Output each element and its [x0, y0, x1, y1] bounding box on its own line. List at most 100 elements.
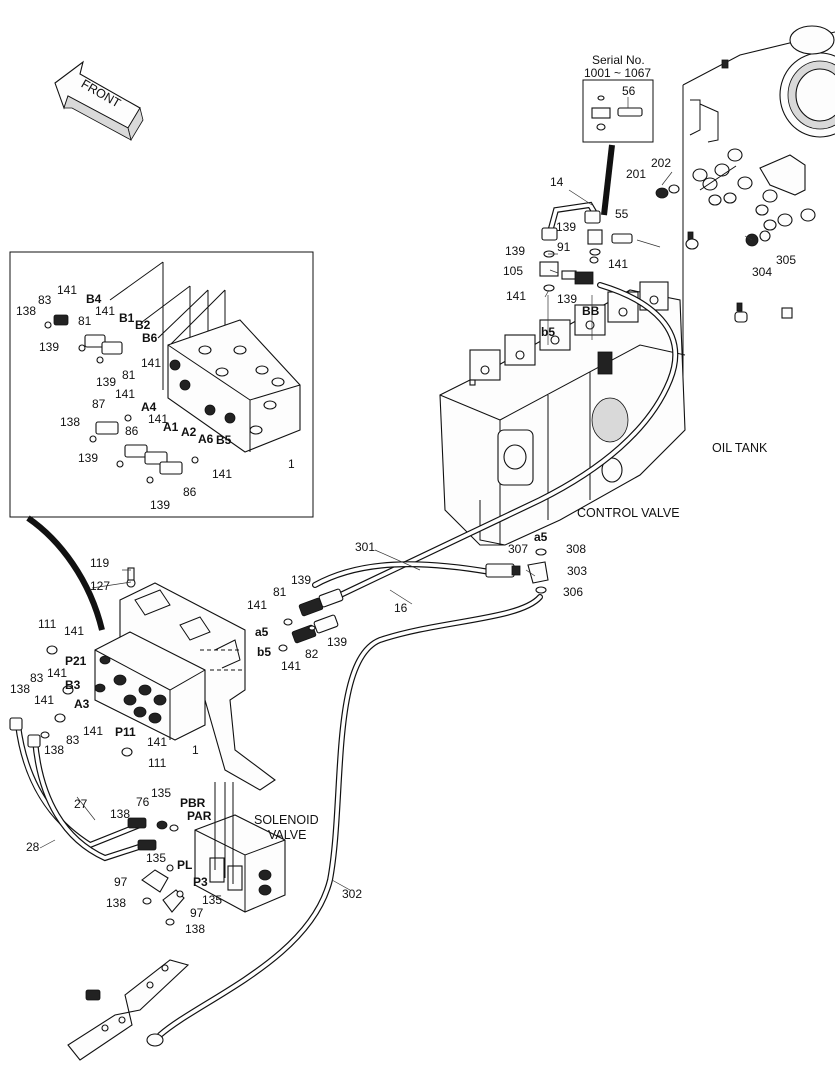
part-135-low-b: 135 — [146, 851, 166, 865]
part-76: 76 — [136, 795, 150, 809]
solenoid-label-line1: SOLENOID — [254, 813, 319, 827]
part-139-hose: 139 — [291, 573, 311, 587]
port-p21: P21 — [65, 654, 87, 668]
part-141-mid-lower: 141 — [281, 659, 301, 673]
part-82: 82 — [305, 647, 319, 661]
serial-title: Serial No. — [592, 53, 645, 67]
inset-part-138b: 138 — [60, 415, 80, 429]
inset-part-141d: 141 — [115, 387, 135, 401]
leader-lines — [39, 171, 753, 891]
port-a3: A3 — [74, 697, 90, 711]
front-arrow: FRONT — [54, 60, 144, 142]
control-valve-label: CONTROL VALVE — [577, 506, 680, 520]
port-pbr: PBR — [180, 796, 206, 810]
part-138-low-c: 138 — [110, 807, 130, 821]
middle-labels: a5 301 307 308 303 306 16 119 127 139 81… — [90, 530, 587, 673]
part-141-top: 141 — [608, 257, 628, 271]
serial-box: Serial No. 1001 ~ 1067 56 — [582, 53, 654, 216]
part-56: 56 — [622, 84, 636, 98]
inset-port-b5: B5 — [216, 433, 232, 447]
solenoid-valve: SOLENOID VALVE — [141, 782, 319, 926]
inset-port-a6: A6 — [198, 432, 214, 446]
port-a5-left: a5 — [255, 625, 269, 639]
part-139-left: 139 — [505, 244, 525, 258]
inset-part-139c: 139 — [78, 451, 98, 465]
inset-part-81a: 81 — [78, 314, 92, 328]
inset-part-141f: 141 — [212, 467, 232, 481]
part-201: 201 — [626, 167, 646, 181]
inset-port-b1: B1 — [119, 311, 135, 325]
tank-fittings — [685, 148, 816, 250]
port-a5-valve: a5 — [534, 530, 548, 544]
part-28: 28 — [26, 840, 40, 854]
port-p3: P3 — [193, 875, 208, 889]
inset-port-a1: A1 — [163, 420, 179, 434]
port-bb: BB — [582, 304, 600, 318]
tank-plug-201 — [655, 184, 680, 199]
part-138-low-b: 138 — [44, 743, 64, 757]
part-141-low: 141 — [64, 624, 84, 638]
part-305: 305 — [776, 253, 796, 267]
part-91: 91 — [557, 240, 571, 254]
lower-labels: 111 141 P21 83 141 B3 138 141 A3 141 83 … — [10, 617, 362, 936]
inset-port-b2: B2 — [135, 318, 151, 332]
part-141-low-d: 141 — [83, 724, 103, 738]
solenoid-label-line2: VALVE — [268, 828, 306, 842]
bottom-bracket — [67, 959, 190, 1061]
part-202: 202 — [651, 156, 671, 170]
top-labels: 14 202 201 55 139 139 91 141 105 141 139… — [503, 156, 796, 339]
part-97-b: 97 — [190, 906, 204, 920]
lower-block-fittings — [40, 645, 167, 757]
inset-part-1: 1 — [288, 457, 295, 471]
part-14: 14 — [550, 175, 564, 189]
part-141-low-b: 141 — [47, 666, 67, 680]
part-81-mid: 81 — [273, 585, 287, 599]
mid-left-fittings — [278, 588, 344, 652]
part-304: 304 — [752, 265, 772, 279]
inset-detail — [9, 251, 314, 631]
valve-spools — [469, 281, 669, 381]
port-par: PAR — [187, 809, 212, 823]
part-138-low-e: 138 — [185, 922, 205, 936]
part-127: 127 — [90, 579, 110, 593]
part-308: 308 — [566, 542, 586, 556]
part-306: 306 — [563, 585, 583, 599]
inset-part-87: 87 — [92, 397, 106, 411]
inset-port-b4: B4 — [86, 292, 102, 306]
part-119: 119 — [90, 556, 109, 570]
inset-part-138a: 138 — [16, 304, 36, 318]
inset-fittings — [44, 314, 285, 484]
inset-part-139a: 139 — [39, 340, 59, 354]
serial-range: 1001 ~ 1067 — [584, 66, 651, 80]
lower-valve-block — [40, 631, 206, 757]
part-55: 55 — [615, 207, 629, 221]
part-105: 105 — [503, 264, 523, 278]
part-138-low-d: 138 — [106, 896, 126, 910]
part-141-low-c: 141 — [34, 693, 54, 707]
inset-part-141c: 141 — [141, 356, 161, 370]
inset-part-139b: 139 — [96, 375, 116, 389]
part-135-low-c: 135 — [202, 893, 222, 907]
inset-port-b6: B6 — [142, 331, 158, 345]
part-301: 301 — [355, 540, 375, 554]
port-b3: B3 — [65, 678, 81, 692]
part-27: 27 — [74, 797, 88, 811]
port-p11: P11 — [115, 725, 136, 739]
part-138-low: 138 — [10, 682, 30, 696]
part-141-p11: 141 — [147, 735, 167, 749]
part-303: 303 — [567, 564, 587, 578]
part-307: 307 — [508, 542, 528, 556]
inset-part-83: 83 — [38, 293, 52, 307]
inset-part-86b: 86 — [183, 485, 197, 499]
oil-tank-label: OIL TANK — [712, 441, 768, 455]
port-b5-left: b5 — [257, 645, 271, 659]
port-b5-valve: b5 — [541, 325, 555, 339]
part-139-mid: 139 — [557, 292, 577, 306]
inset-part-139d: 139 — [150, 498, 170, 512]
inset-part-86a: 86 — [125, 424, 139, 438]
part-83-low-b: 83 — [66, 733, 80, 747]
part-111-low-b: 111 — [148, 756, 167, 770]
top-fittings — [539, 201, 633, 345]
